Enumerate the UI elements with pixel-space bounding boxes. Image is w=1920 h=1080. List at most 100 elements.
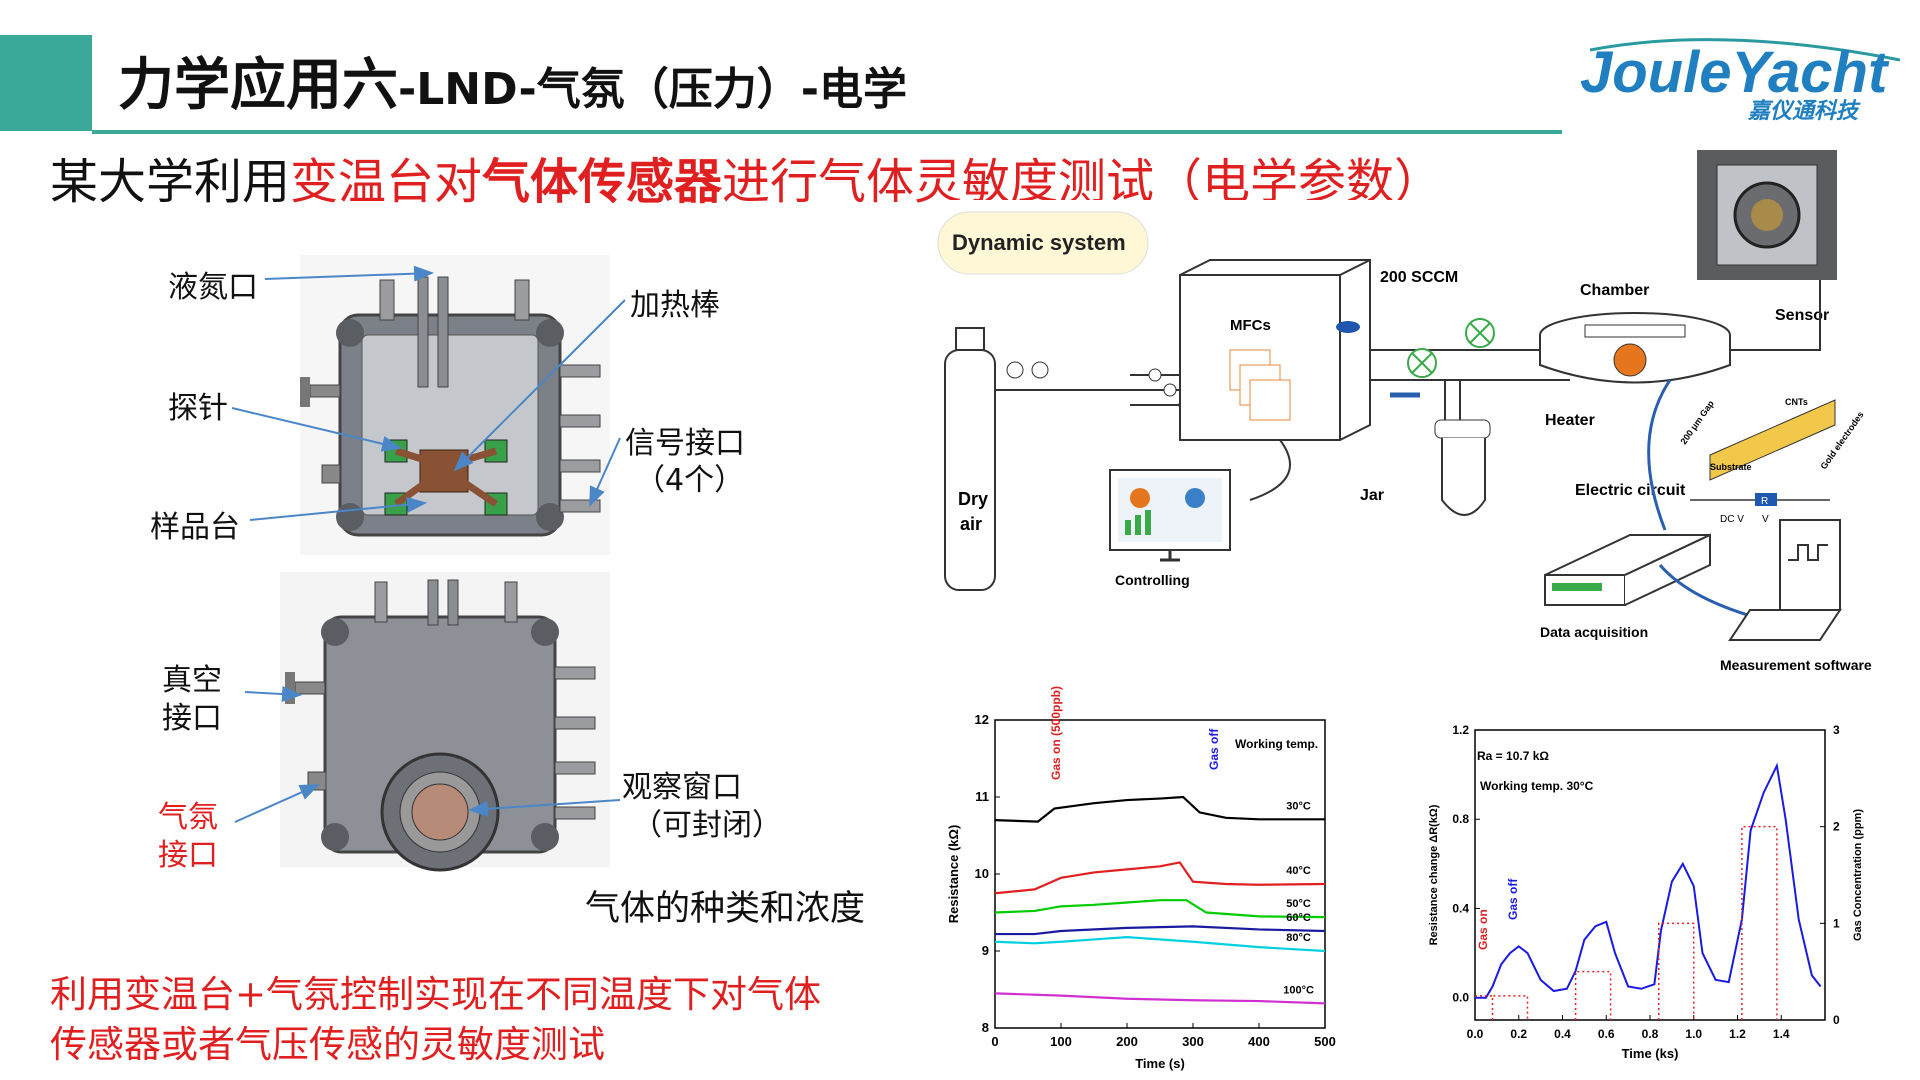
subtitle-part2: 变温台对 xyxy=(290,154,483,210)
dcv-label: DC V xyxy=(1720,514,1744,525)
chart2-y2tick-label: 0 xyxy=(1833,1013,1840,1027)
chart1-ytick-label: 10 xyxy=(975,866,989,881)
chart1-series-label: 40°C xyxy=(1286,865,1311,877)
chart2-gas-step xyxy=(1741,825,1778,1020)
substrate-label: Substrate xyxy=(1710,462,1752,472)
label-gas-port-2: 接口 xyxy=(158,838,218,873)
chart1-ylabel: Resistance (kΩ) xyxy=(946,825,961,924)
label-window-1: 观察窗口 xyxy=(622,770,742,805)
title-accent-bar xyxy=(0,35,92,131)
title-underline xyxy=(92,130,1562,134)
cnts-label: CNTs xyxy=(1785,397,1808,407)
chart1-series-label: 50°C xyxy=(1286,898,1311,910)
chart1-xtick-label: 400 xyxy=(1248,1034,1270,1049)
chart1-ytick-label: 11 xyxy=(975,789,989,804)
chart1-series-label: 60°C xyxy=(1286,912,1311,924)
label-window-2: （可封闭） xyxy=(632,808,782,843)
label-vacuum-1: 真空 xyxy=(162,663,222,698)
subtitle-part1: 某大学利用 xyxy=(50,154,291,210)
label-ln2-port: 液氮口 xyxy=(168,270,258,305)
chart2-ytick-label: 0.4 xyxy=(1452,901,1469,915)
dry-label: Dry xyxy=(958,489,988,509)
chart1-series-label: 100°C xyxy=(1283,984,1314,996)
title-main: 力学应用六 xyxy=(118,53,398,118)
chart1-series-label: 30°C xyxy=(1286,800,1311,812)
stage-top-view xyxy=(300,255,610,555)
chart2-y2tick-label: 2 xyxy=(1833,820,1840,834)
chart1-series-4 xyxy=(994,936,1326,953)
chart1-xtick-label: 500 xyxy=(1314,1034,1336,1049)
chart2-xlabel: Time (ks) xyxy=(1622,1046,1679,1061)
chart2-y2tick-label: 3 xyxy=(1833,723,1840,737)
chart1-series-3 xyxy=(995,925,1326,936)
chart1-xtick-label: 300 xyxy=(1182,1034,1204,1049)
chart1-series-1 xyxy=(994,861,1326,895)
chart1-xtick-label: 0 xyxy=(991,1034,998,1049)
chart1-series-0 xyxy=(994,795,1325,823)
title-sub: -LND-气氛（压力）-电学 xyxy=(398,64,907,115)
conclusion-note: 利用变温台+气氛控制实现在不同温度下对气体 传感器或者气压传感的灵敏度测试 xyxy=(50,970,821,1070)
chamber-photo xyxy=(1697,150,1837,280)
chart1-ytick-label: 12 xyxy=(975,712,989,727)
chart1-annotations: Working temp. Gas on (500ppb) Gas off xyxy=(1049,686,1318,780)
dynamic-system-diagram: Dynamic system Dry air MFCs 200 SCCM Jar… xyxy=(930,200,1872,700)
chart1-gas-on: Gas on (500ppb) xyxy=(1049,686,1063,780)
chart1-xtick-label: 200 xyxy=(1116,1034,1138,1049)
meas-sw-label: Measurement software xyxy=(1720,657,1872,673)
label-signal-count: （4个） xyxy=(635,463,745,498)
chart2-xtick-label: 0.6 xyxy=(1598,1027,1615,1041)
controlling-label: Controlling xyxy=(1115,572,1190,588)
chart2-ytick-label: 0.0 xyxy=(1452,991,1469,1005)
chart2-xtick-label: 1.0 xyxy=(1685,1027,1702,1041)
chart2-y2tick-label: 1 xyxy=(1833,916,1840,930)
jar-label: Jar xyxy=(1360,487,1384,504)
chart2-gas-step xyxy=(1658,922,1695,1020)
electric-circuit-label: Electric circuit xyxy=(1575,482,1686,499)
chart2-gas-on: Gas on xyxy=(1476,909,1490,950)
stage-bottom-view xyxy=(280,572,610,872)
logo-chinese: 嘉仪通科技 xyxy=(1747,98,1861,123)
chart1-gas-off: Gas off xyxy=(1207,728,1221,770)
chart1-xtick-label: 100 xyxy=(1050,1034,1072,1049)
chart1-xlabel: Time (s) xyxy=(1135,1056,1185,1071)
chart1-series-label: 80°C xyxy=(1286,932,1311,944)
company-logo: JouleYacht 嘉仪通科技 xyxy=(1570,30,1910,125)
label-vacuum-2: 接口 xyxy=(162,701,222,736)
chart1-series-2 xyxy=(994,899,1326,919)
chart2-gas-step xyxy=(1574,970,1612,1020)
air-label: air xyxy=(960,514,982,534)
conclusion-line2: 传感器或者气压传感的灵敏度测试 xyxy=(50,1023,605,1066)
sccm-label: 200 SCCM xyxy=(1380,269,1458,286)
gas-caption: 气体的种类和浓度 xyxy=(585,889,866,929)
resistor-label: R xyxy=(1761,496,1768,507)
chart1-frame xyxy=(994,719,1326,1029)
sensor-label: Sensor xyxy=(1775,307,1829,324)
chart2-xtick-label: 1.2 xyxy=(1729,1027,1746,1041)
chart2-ytick-label: 1.2 xyxy=(1452,723,1469,737)
diagram-badge: Dynamic system xyxy=(952,230,1126,255)
label-sample-stage: 样品台 xyxy=(150,510,240,545)
chart2-gas-off: Gas off xyxy=(1506,878,1520,920)
chart2-y2label: Gas Concentration (ppm) xyxy=(1852,809,1864,941)
data-acq-label: Data acquisition xyxy=(1540,624,1648,640)
chart1-ytick-label: 9 xyxy=(982,943,989,958)
chart2-xtick-label: 0.4 xyxy=(1554,1027,1571,1041)
chart2-ylabel: Resistance change ΔR(kΩ) xyxy=(1428,804,1440,945)
chart2-xtick-label: 0.2 xyxy=(1510,1027,1527,1041)
logo-wordmark: JouleYacht xyxy=(1580,40,1890,105)
label-gas-port-1: 气氛 xyxy=(158,800,218,835)
subtitle-part3: 气体传感器 xyxy=(482,154,723,210)
vr-label: V xyxy=(1762,514,1769,525)
chart1-series-5 xyxy=(994,992,1326,1005)
chart1-working-temp: Working temp. xyxy=(1235,737,1318,751)
conclusion-line1: 利用变温台+气氛控制实现在不同温度下对气体 xyxy=(50,973,822,1016)
label-heating-rod: 加热棒 xyxy=(630,288,720,323)
page-title: 力学应用六-LND-气氛（压力）-电学 xyxy=(118,40,907,121)
heater-label: Heater xyxy=(1545,412,1595,429)
chamber-label: Chamber xyxy=(1580,282,1649,299)
chart2-gas-step xyxy=(1491,995,1529,1020)
chart2-ytick-label: 0.8 xyxy=(1452,812,1469,826)
chart2-xtick-label: 0.0 xyxy=(1467,1027,1484,1041)
